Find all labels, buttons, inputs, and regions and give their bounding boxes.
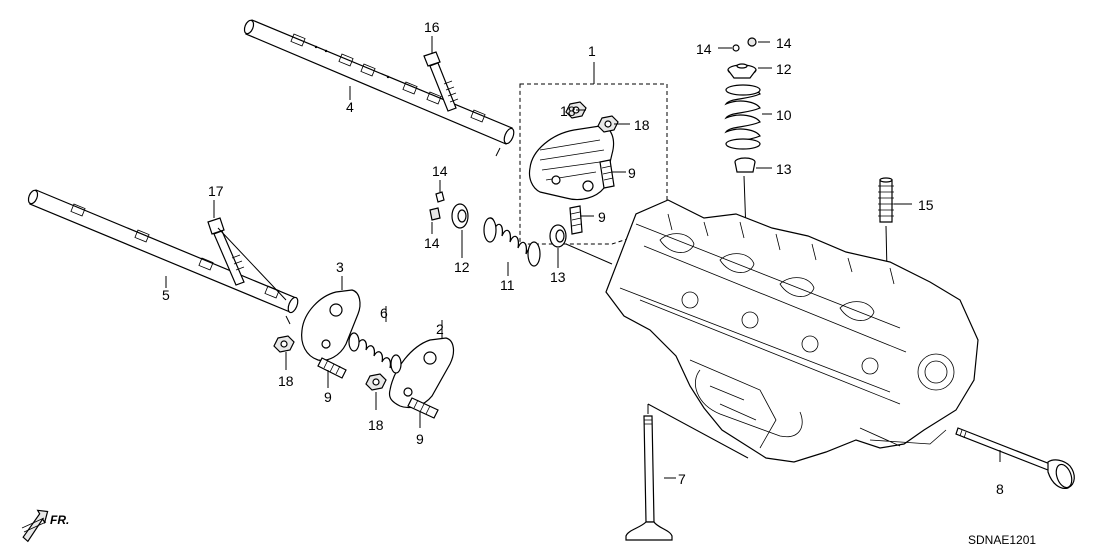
valve-spring-11[interactable]: [483, 217, 541, 267]
leader-valve-7: [647, 403, 749, 459]
callout-18-right: 18: [368, 417, 384, 433]
direction-marker-label: FR.: [50, 513, 69, 527]
spring-6[interactable]: [348, 332, 402, 374]
valve-seal-13-right[interactable]: [734, 157, 756, 173]
callout-12-middle: 12: [454, 259, 470, 275]
callout-8: 8: [996, 481, 1004, 497]
nut-18-inner-b[interactable]: [597, 115, 619, 133]
callout-14-middle-a: 14: [432, 163, 448, 179]
callout-18-inner-a: 18: [560, 103, 576, 119]
leader-middle-stack: [565, 243, 613, 265]
callout-6: 6: [380, 305, 388, 321]
leader-lines: [165, 36, 1001, 479]
callout-9-right: 9: [416, 431, 424, 447]
callout-16: 16: [424, 19, 440, 35]
callout-7: 7: [678, 471, 686, 487]
adjusting-screw-9-right[interactable]: [407, 397, 439, 419]
nut-18-right[interactable]: [365, 373, 387, 391]
callout-5: 5: [162, 287, 170, 303]
adjusting-screw-9-inner-a[interactable]: [599, 159, 615, 189]
callout-11: 11: [500, 277, 515, 293]
callout-1: 1: [588, 43, 596, 59]
valve-seal-13-middle[interactable]: [549, 224, 567, 248]
valve-guide-15[interactable]: [878, 177, 894, 223]
callout-13-middle: 13: [550, 269, 566, 285]
diagram-code: SDNAE1201: [968, 533, 1036, 547]
callout-10: 10: [776, 107, 792, 123]
rocker-shaft-lower[interactable]: [27, 189, 300, 325]
callout-14-right-a: 14: [696, 41, 712, 57]
cotter-14-right-b[interactable]: [747, 37, 757, 47]
spring-retainer-12-right[interactable]: [727, 63, 757, 79]
adjusting-screw-9-inner-b[interactable]: [569, 205, 583, 235]
valve-7[interactable]: [625, 415, 673, 541]
cylinder-head[interactable]: [605, 199, 979, 463]
callout-3: 3: [336, 259, 344, 275]
bolt-17[interactable]: [207, 217, 245, 286]
cotter-14-middle-b[interactable]: [429, 207, 441, 221]
cotter-14-middle-a[interactable]: [435, 191, 445, 203]
callout-14-middle-b: 14: [424, 235, 440, 251]
rocker-shaft-upper[interactable]: [243, 19, 516, 157]
callout-14-right-b: 14: [776, 35, 792, 51]
front-direction-arrow-icon: [21, 509, 49, 543]
callout-17: 17: [208, 183, 224, 199]
valve-8[interactable]: [955, 427, 1075, 490]
callout-2: 2: [436, 321, 444, 337]
callout-4: 4: [346, 99, 354, 115]
callout-12-right: 12: [776, 61, 792, 77]
rocker-arm-3[interactable]: [301, 289, 361, 361]
nut-18-left[interactable]: [273, 335, 295, 353]
rocker-arm-assembly[interactable]: [528, 125, 615, 201]
adjusting-screw-9-left[interactable]: [317, 357, 347, 379]
callout-18-left: 18: [278, 373, 294, 389]
callout-13-right: 13: [776, 161, 792, 177]
callout-15: 15: [918, 197, 934, 213]
rocker-arm-2[interactable]: [388, 337, 455, 409]
valve-spring-10[interactable]: [724, 84, 761, 150]
spring-retainer-12-middle[interactable]: [451, 203, 469, 229]
callout-9-inner-b: 9: [598, 209, 606, 225]
callout-18-inner-b: 18: [634, 117, 650, 133]
cotter-14-right-a[interactable]: [732, 44, 740, 52]
callout-9-inner-a: 9: [628, 165, 636, 181]
callout-9-left: 9: [324, 389, 332, 405]
